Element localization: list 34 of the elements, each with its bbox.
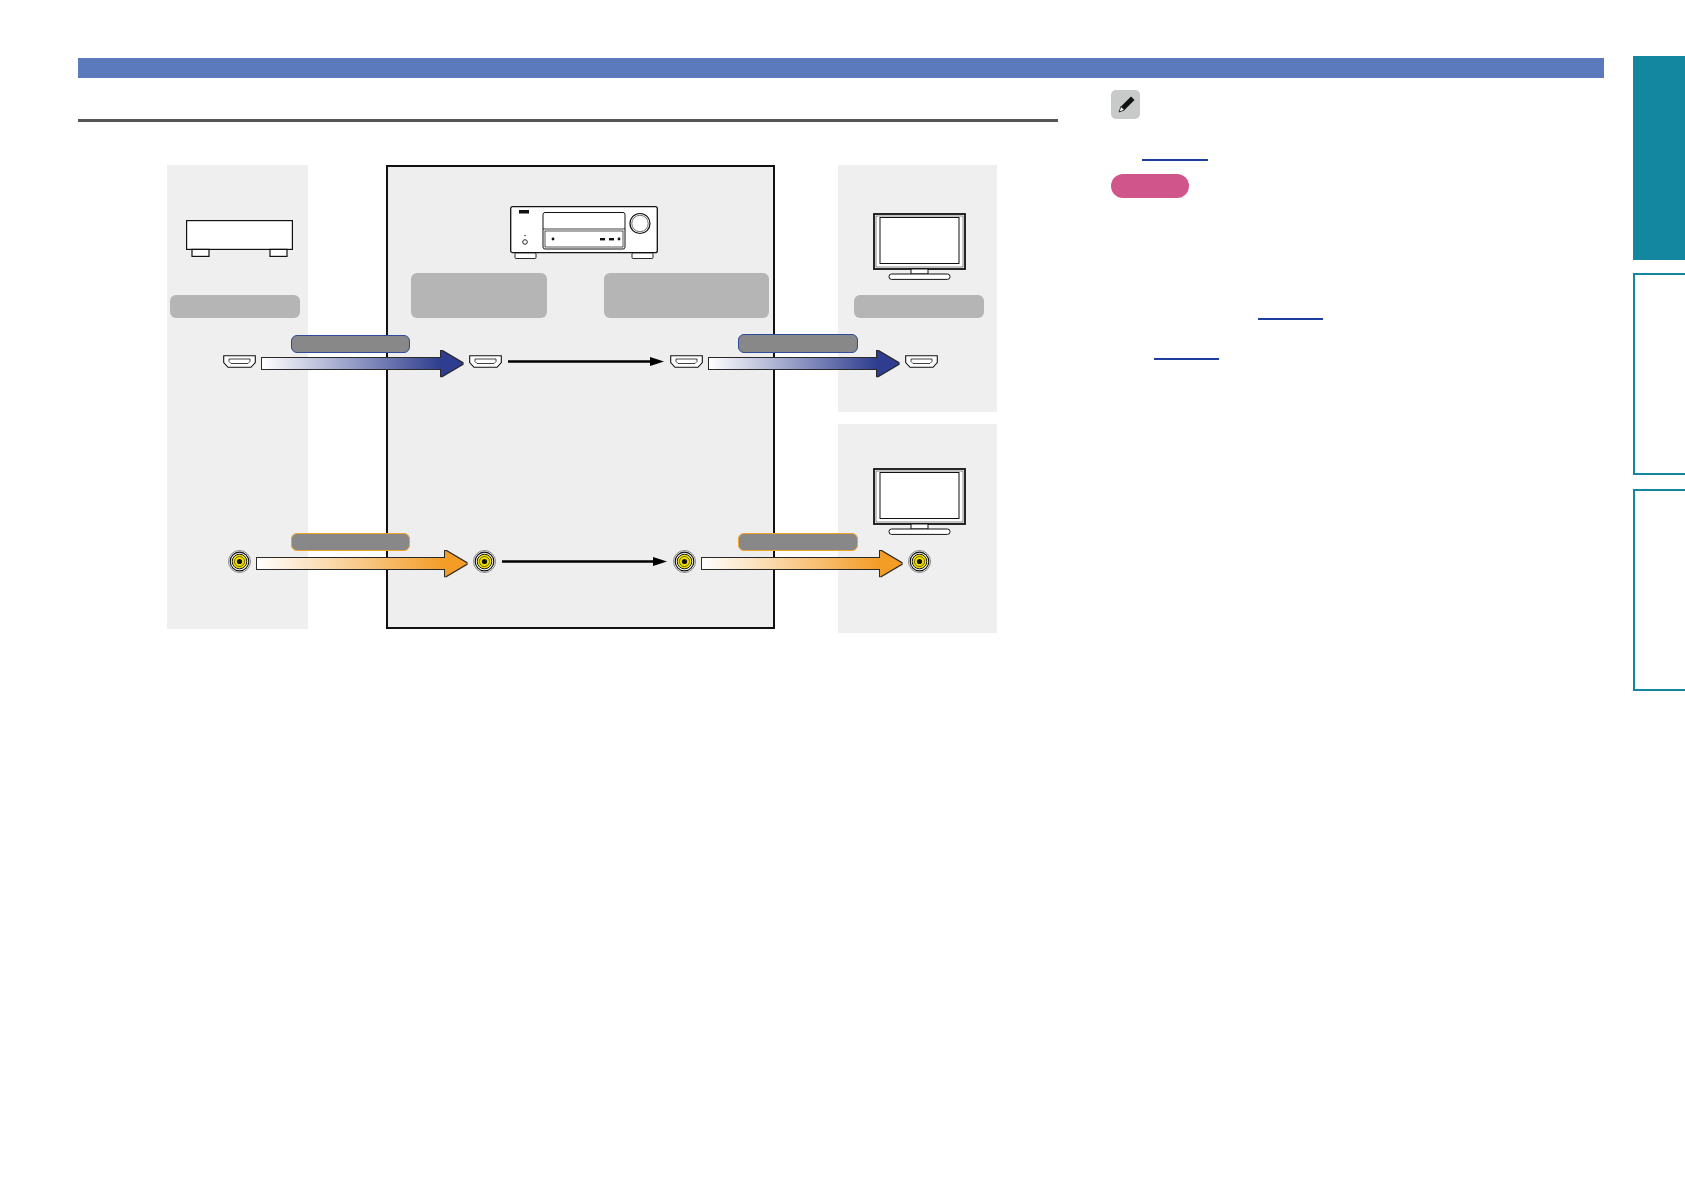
hdmi-port-icon	[223, 355, 256, 368]
cable-tag	[738, 334, 858, 353]
device-drawing	[186, 220, 293, 257]
rca-jack-icon	[673, 550, 696, 573]
side-tab	[1633, 273, 1685, 475]
note-tag	[1111, 174, 1189, 198]
cable-tag	[738, 533, 858, 551]
block-arrow	[257, 550, 467, 577]
label-tag	[411, 273, 547, 318]
receiver-panel	[386, 165, 775, 629]
device-panel	[838, 424, 997, 633]
block-arrow	[262, 350, 463, 377]
side-tab	[1633, 489, 1685, 691]
label-tag	[170, 295, 300, 318]
hdmi-port-icon	[670, 355, 703, 368]
rca-jack-icon	[228, 550, 251, 573]
hdmi-port-icon	[905, 355, 938, 368]
cable-tag	[291, 533, 410, 551]
arrow	[502, 557, 667, 566]
rca-jack-icon	[473, 550, 496, 573]
tv-drawing	[873, 468, 966, 535]
hdmi-port-icon	[469, 355, 502, 368]
arrow	[508, 357, 664, 366]
tv-drawing	[873, 213, 966, 280]
side-tab	[1633, 56, 1685, 260]
label-tag	[604, 273, 769, 318]
block-arrow	[709, 350, 899, 377]
device-panel	[167, 165, 308, 629]
av-receiver-drawing	[510, 206, 658, 259]
label-tag	[854, 295, 984, 318]
rca-jack-icon	[908, 550, 931, 573]
block-arrow	[702, 550, 902, 577]
cable-tag	[291, 335, 410, 353]
device-panel	[838, 165, 997, 412]
